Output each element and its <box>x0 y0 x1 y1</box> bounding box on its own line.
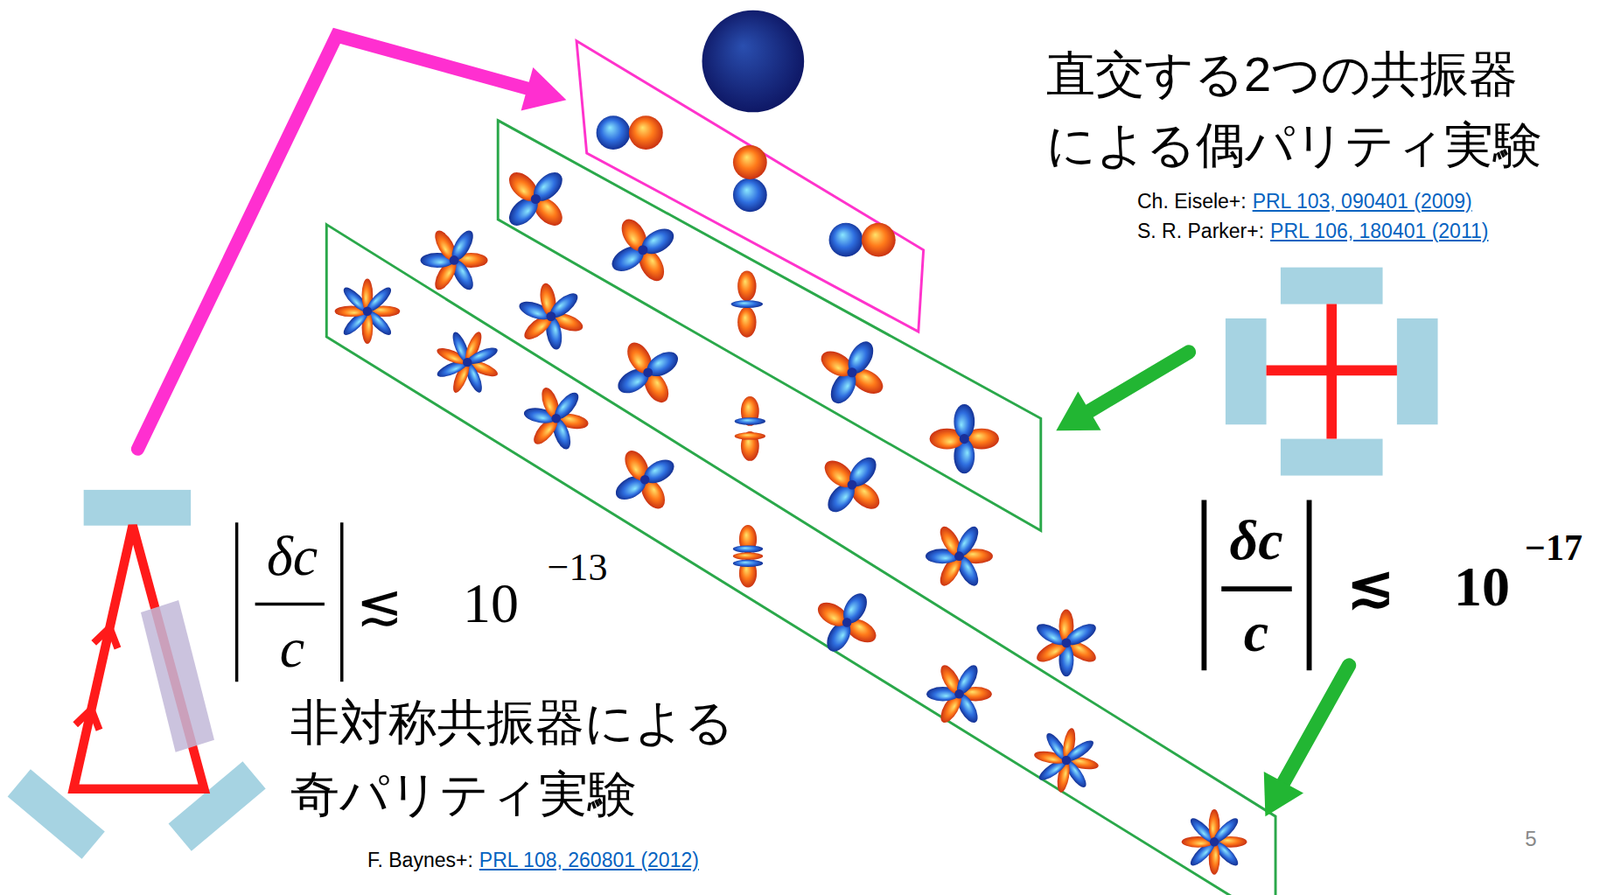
exponent: −13 <box>547 548 608 587</box>
harmonic-lobe <box>363 307 372 316</box>
formula-symbol: ≲ <box>356 577 404 634</box>
harmonic-lobe <box>737 271 756 302</box>
harmonic-lobe <box>614 363 654 399</box>
harmonic-lobe <box>1209 837 1219 846</box>
harmonic-lobe <box>838 589 872 629</box>
harmonic-lobe <box>953 404 975 440</box>
author: S. R. Parker+: <box>1137 221 1265 242</box>
harmonic-lobe <box>607 240 649 276</box>
abs-bar <box>1306 500 1313 671</box>
author: F. Baynes+: <box>367 850 474 871</box>
harmonic-lobe <box>843 336 879 378</box>
mirror <box>1397 318 1439 425</box>
reference-link: PRL 103, 090401 (2009) <box>1252 191 1473 212</box>
harmonic-lobe <box>844 452 881 491</box>
harmonic-lobe <box>861 223 896 258</box>
harmonic-lobe <box>616 214 652 255</box>
mirror <box>1225 318 1267 425</box>
harmonic-lobe <box>545 288 581 322</box>
fraction-bar <box>1221 586 1292 592</box>
harmonic-lobe <box>628 115 664 150</box>
author: Ch. Eisele+: <box>1137 191 1247 212</box>
green-arrowhead <box>1264 771 1304 817</box>
harmonic-lobe <box>733 552 763 560</box>
abs-bar <box>340 522 343 682</box>
spherical-harmonics <box>335 115 1248 874</box>
harmonic-lobe <box>954 551 965 561</box>
beam-path <box>1266 365 1398 377</box>
abs-bar <box>1201 500 1207 671</box>
harmonic-lobe <box>846 367 857 378</box>
harmonic-lobe <box>734 417 766 425</box>
direction-chevron <box>75 709 99 731</box>
harmonic-lobe <box>611 471 650 505</box>
asymmetric-element <box>140 600 215 753</box>
caption-text: 非対称共振器による 奇パリティ実験 <box>290 686 756 831</box>
harmonic-lobe <box>733 177 768 212</box>
green-arrowhead <box>1055 391 1101 432</box>
harmonic-lobe <box>734 432 766 440</box>
exponent: −17 <box>1524 529 1583 566</box>
harmonic-lobe <box>1062 755 1071 765</box>
l0-sphere <box>702 10 805 113</box>
reference-link: PRL 106, 180401 (2011) <box>1270 221 1489 242</box>
harmonic-lobe <box>640 454 679 489</box>
formula-number: 10 <box>1453 558 1510 615</box>
harmonic-lobe <box>737 307 756 338</box>
abs-bar <box>235 522 238 682</box>
harmonic-lobe <box>551 413 560 423</box>
harmonic-lobe <box>528 167 568 207</box>
mirror <box>83 489 191 526</box>
l2-frame <box>497 120 1042 532</box>
harmonic-lobe <box>637 223 678 259</box>
harmonic-lobe <box>829 223 864 258</box>
reference-link: PRL 108, 260801 (2012) <box>479 850 699 871</box>
harmonic-lobe <box>363 284 394 315</box>
green-arrow <box>1089 351 1189 411</box>
harmonic-lobe <box>620 446 654 485</box>
formula-symbol: c <box>1243 604 1269 661</box>
harmonic-lobe <box>640 475 650 484</box>
harmonic-lobe <box>621 338 657 378</box>
mirror <box>7 768 105 860</box>
mirror <box>1280 267 1384 305</box>
harmonic-lobe <box>731 300 763 308</box>
formula-symbol: ≲ <box>1347 558 1395 615</box>
harmonic-lobe <box>733 559 763 567</box>
green-arrow <box>1283 665 1349 783</box>
mirror <box>168 761 266 852</box>
direction-chevron <box>93 627 118 649</box>
harmonic-lobe <box>449 255 460 266</box>
magenta-arrow <box>137 35 529 449</box>
magenta-arrowhead <box>521 67 567 111</box>
harmonic-lobe <box>1062 637 1072 648</box>
formula-symbol: c <box>279 620 305 677</box>
harmonic-lobe <box>545 311 556 322</box>
harmonic-lobe <box>550 388 583 423</box>
formula-symbol: δc <box>266 528 318 585</box>
mirror <box>1280 439 1384 476</box>
harmonic-lobe <box>596 115 631 150</box>
heading-text: 直交する2つの共振器 による偶パリティ実験 <box>1046 38 1552 181</box>
harmonic-lobe <box>954 689 964 699</box>
harmonic-lobe <box>733 145 768 180</box>
harmonic-lobe <box>462 357 472 367</box>
harmonic-lobe <box>1210 814 1242 846</box>
formula-symbol: δc <box>1229 512 1283 569</box>
harmonic-lobe <box>847 480 858 490</box>
fraction-bar <box>255 602 325 606</box>
harmonic-lobe <box>637 244 648 255</box>
formula-number: 10 <box>462 575 519 632</box>
harmonic-lobe <box>733 544 763 552</box>
harmonic-lobe <box>642 367 653 378</box>
harmonic-lobe <box>531 194 541 204</box>
slide-number: 5 <box>1524 828 1537 850</box>
harmonic-lobe <box>959 433 970 444</box>
harmonic-lobe <box>642 347 683 382</box>
harmonic-lobe <box>842 617 852 627</box>
